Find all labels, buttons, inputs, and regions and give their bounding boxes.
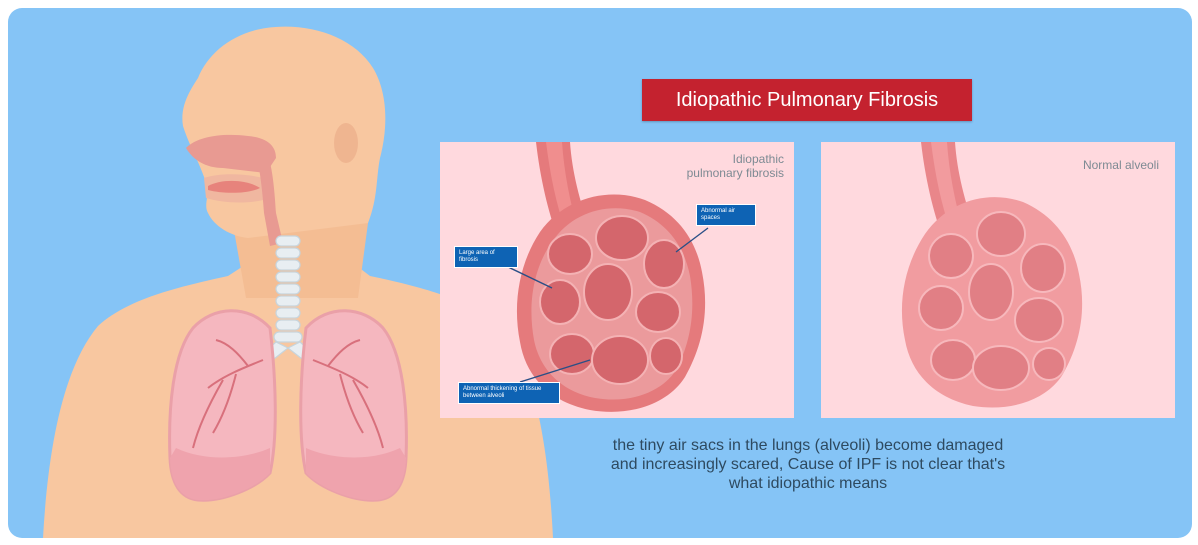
ipf-panel-label: Idiopathic pulmonary fibrosis xyxy=(687,152,784,180)
callout-abnormal-thickening: Abnormal thickening of tissue between al… xyxy=(458,382,560,404)
diagram-title: Idiopathic Pulmonary Fibrosis xyxy=(642,79,972,121)
ipf-panel-label-line1: Idiopathic xyxy=(687,152,784,166)
normal-alveoli-drawing xyxy=(821,142,1175,418)
caption: the tiny air sacs in the lungs (alveoli)… xyxy=(528,436,1088,493)
caption-line-3: what idiopathic means xyxy=(528,474,1088,493)
ipf-alveoli-panel: Idiopathic pulmonary fibrosis Abnormal a… xyxy=(440,142,794,418)
ear-shape xyxy=(334,123,358,163)
normal-alveoli-panel: Normal alveoli xyxy=(821,142,1175,418)
ipf-alveoli-drawing xyxy=(440,142,794,418)
callout-large-area-fibrosis: Large area of fibrosis xyxy=(454,246,518,268)
caption-line-1: the tiny air sacs in the lungs (alveoli)… xyxy=(528,436,1088,455)
normal-panel-label: Normal alveoli xyxy=(1083,158,1159,172)
callout-abnormal-air-spaces: Abnormal air spaces xyxy=(696,204,756,226)
ipf-alveoli-cells xyxy=(540,216,684,384)
ipf-panel-label-line2: pulmonary fibrosis xyxy=(687,166,784,180)
caption-line-2: and increasingly scared, Cause of IPF is… xyxy=(528,455,1088,474)
illustration-card: Idiopathic Pulmonary Fibrosis xyxy=(8,8,1192,538)
